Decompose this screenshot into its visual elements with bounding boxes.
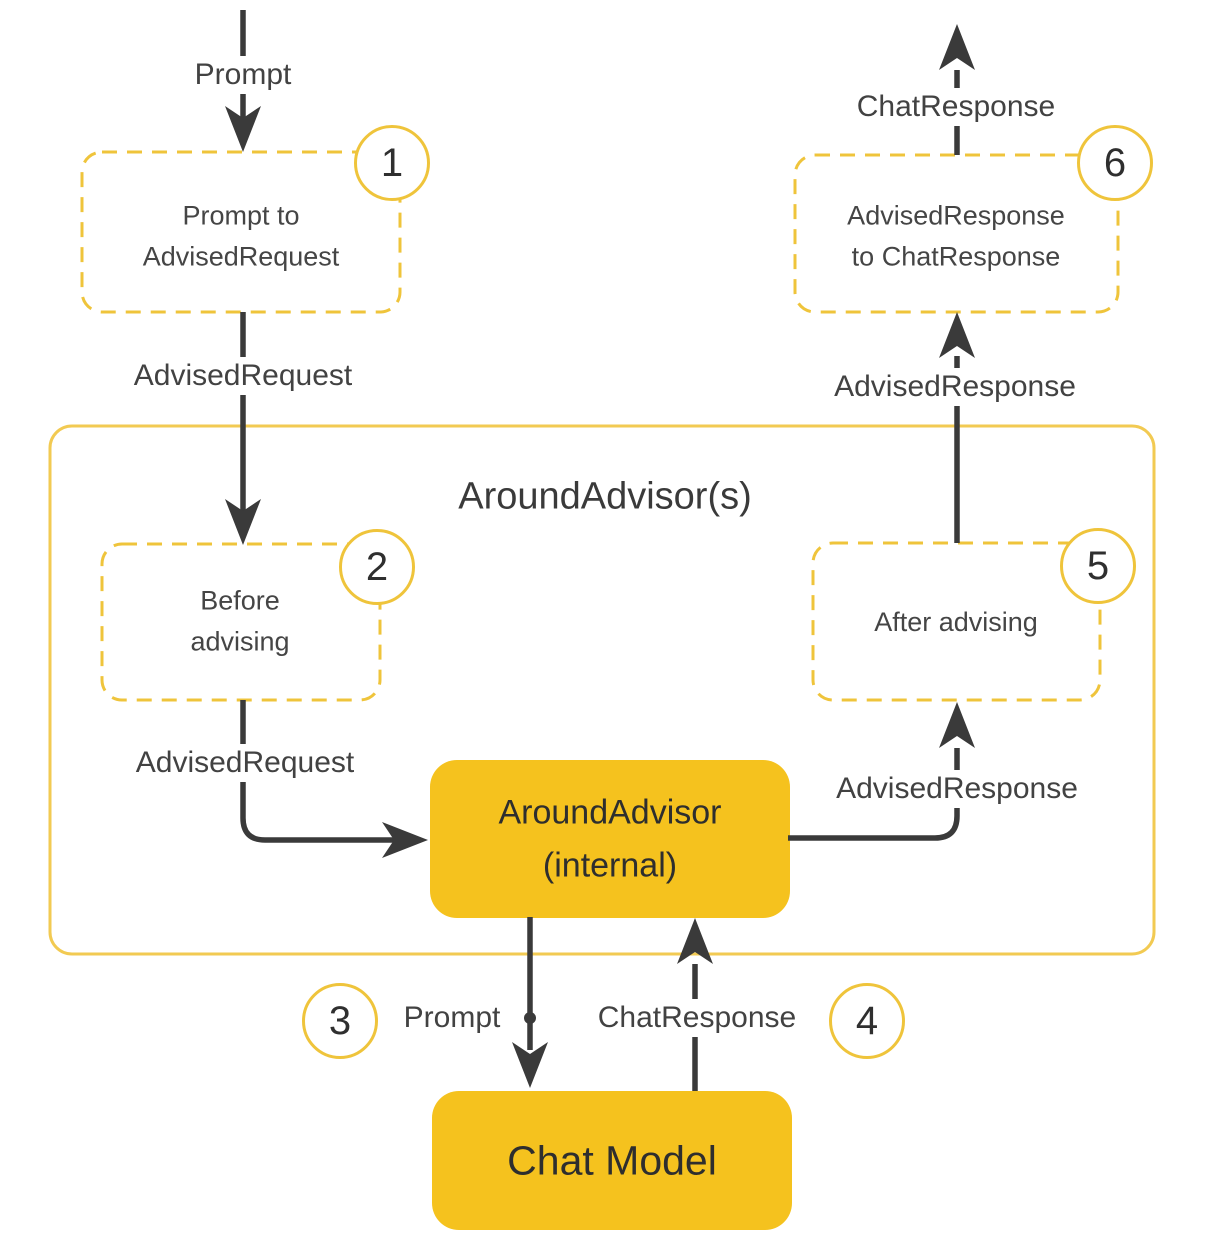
edge-label-prompt-to-model: Prompt <box>403 1001 501 1034</box>
edge-label-advisedrequest-outer: AdvisedRequest <box>123 357 363 395</box>
arrowhead-into-chat-model <box>512 1042 548 1088</box>
chat-model-box <box>432 1091 792 1230</box>
step2-label: Before advising <box>190 581 289 662</box>
step2-badge: 2 <box>339 529 415 605</box>
arrowhead-into-step2 <box>225 499 261 545</box>
step5-after-advising-box <box>811 541 1102 702</box>
internal-node-label-line2: (internal) <box>542 846 678 884</box>
step4-badge: 4 <box>829 983 905 1059</box>
step2-label-line1: Before <box>200 585 280 616</box>
edge-label-advisedresponse-inner: AdvisedResponse <box>826 770 1088 808</box>
step1-prompt-to-advisedrequest-box <box>80 150 402 314</box>
around-advisor-internal-box <box>430 760 790 918</box>
step5-label: After advising <box>874 606 1038 637</box>
edge-advisedresponse-inner-line <box>788 748 960 841</box>
step1-label-line1: Prompt to <box>182 200 300 231</box>
edge-advisedrequest-inner-line <box>240 700 394 843</box>
step6-label-line2: to ChatResponse <box>851 241 1061 271</box>
edge-label-advisedrequest-inner: AdvisedRequest <box>125 744 365 782</box>
arrowhead-into-internal-bottom <box>677 918 713 964</box>
chat-model-label: Chat Model <box>507 1137 717 1184</box>
step2-label-line2: advising <box>190 626 290 656</box>
step6-advisedresponse-to-chatresponse-box <box>793 153 1120 314</box>
arrowhead-chatresponse-out <box>939 24 975 70</box>
step3-badge: 3 <box>302 983 378 1059</box>
internal-node-label: AroundAdvisor (internal) <box>498 786 721 891</box>
step6-label: AdvisedResponse to ChatResponse <box>847 196 1065 277</box>
step1-badge: 1 <box>354 125 430 201</box>
edge-label-advisedresponse-outer: AdvisedResponse <box>824 368 1086 406</box>
internal-node-label-line1: AroundAdvisor <box>498 793 722 832</box>
arrowhead-into-step5 <box>939 702 975 748</box>
arrowhead-prompt-in <box>225 106 261 152</box>
arrowhead-into-step6 <box>939 312 975 358</box>
around-advisors-container-box <box>48 424 1156 956</box>
step6-label-line1: AdvisedResponse <box>847 200 1065 231</box>
edge-label-prompt-in: Prompt <box>184 56 302 94</box>
prompt-line-dot <box>524 1012 536 1024</box>
step1-label: Prompt to AdvisedRequest <box>143 196 340 277</box>
step5-badge: 5 <box>1060 528 1136 604</box>
step6-badge: 6 <box>1077 125 1153 201</box>
container-title: AroundAdvisor(s) <box>458 475 752 518</box>
edge-label-chatresponse-out: ChatResponse <box>846 88 1066 126</box>
edge-label-chatresponse-from-model: ChatResponse <box>587 999 807 1037</box>
arrowhead-into-internal <box>382 822 428 858</box>
step1-label-line2: AdvisedRequest <box>142 241 340 271</box>
